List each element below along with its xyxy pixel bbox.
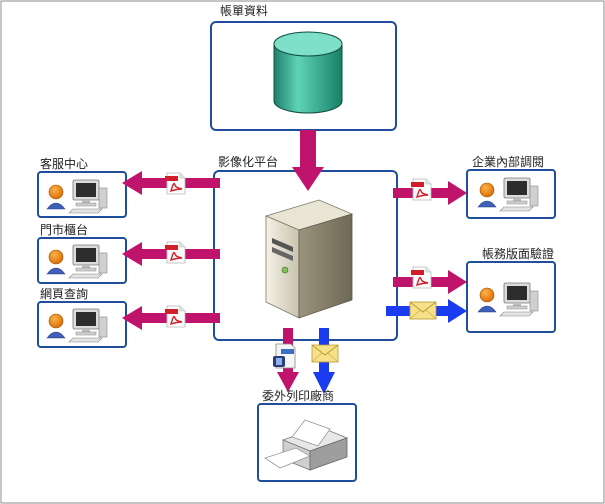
database-cylinder-icon [273, 31, 343, 114]
pdf-icon [164, 305, 186, 328]
mail-envelope-icon [409, 301, 437, 320]
printer-icon [264, 419, 349, 471]
print-vendor-label: 委外列印廠商 [262, 389, 335, 403]
platform-label: 影像化平台 [218, 155, 279, 169]
arrow-db-to-platform [292, 130, 324, 191]
customer-service-label: 客服中心 [40, 157, 89, 171]
web-query-label: 網頁查詢 [40, 287, 89, 301]
afp-file-icon [273, 343, 296, 369]
store-counter-label: 門市櫃台 [40, 223, 89, 237]
server-icon [264, 199, 354, 319]
database-label: 帳單資料 [220, 4, 269, 18]
pdf-icon [164, 241, 186, 264]
billing-verification-label: 帳務版面驗證 [482, 247, 555, 261]
pdf-icon [164, 172, 186, 195]
mail-envelope-icon [311, 344, 339, 363]
pdf-icon [410, 266, 432, 289]
pdf-icon [410, 178, 432, 201]
internal-access-label: 企業內部調閱 [472, 155, 545, 169]
